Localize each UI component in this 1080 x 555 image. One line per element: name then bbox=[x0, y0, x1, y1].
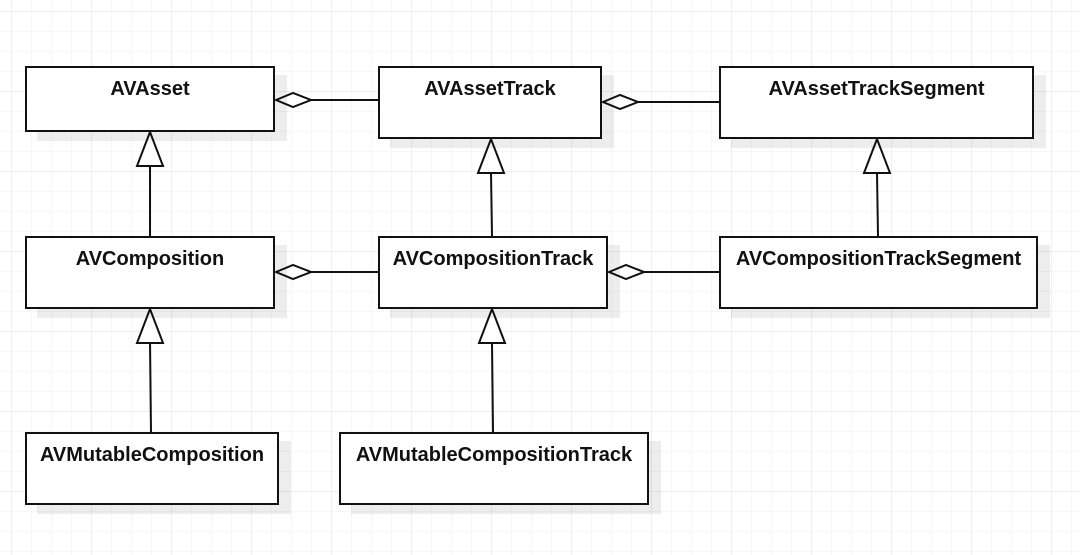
class-avassettrack[interactable]: AVAssetTrack bbox=[378, 66, 602, 139]
class-name: AVAssetTrack bbox=[424, 78, 556, 100]
class-name: AVAsset bbox=[110, 78, 190, 100]
class-avcompositiontracksegment[interactable]: AVCompositionTrackSegment bbox=[719, 236, 1038, 309]
class-avmutablecomposition[interactable]: AVMutableComposition bbox=[25, 432, 279, 505]
generalization-avcompositiontracksegment-avassettracksegment bbox=[862, 136, 892, 237]
aggregation-avcomposition-avcompositiontrack bbox=[273, 263, 378, 281]
aggregation-avcompositiontrack-avcompositiontracksegment bbox=[606, 263, 719, 281]
class-avcomposition[interactable]: AVComposition bbox=[25, 236, 275, 309]
class-name: AVComposition bbox=[75, 248, 225, 270]
class-name: AVMutableCompositionTrack bbox=[355, 444, 633, 466]
aggregation-avassettrack-avassettracksegment bbox=[600, 93, 719, 111]
generalization-avmutablecompositiontrack-avcompositiontrack bbox=[477, 306, 507, 433]
generalization-avcomposition-avasset bbox=[135, 129, 165, 236]
class-name: AVCompositionTrack bbox=[392, 248, 594, 270]
class-avassettracksegment[interactable]: AVAssetTrackSegment bbox=[719, 66, 1034, 139]
class-name: AVCompositionTrackSegment bbox=[735, 248, 1022, 270]
class-avmutablecompositiontrack[interactable]: AVMutableCompositionTrack bbox=[339, 432, 649, 505]
aggregation-avasset-avassettrack bbox=[273, 91, 378, 109]
class-avasset[interactable]: AVAsset bbox=[25, 66, 275, 132]
class-avcompositiontrack[interactable]: AVCompositionTrack bbox=[378, 236, 608, 309]
generalization-avcompositiontrack-avassettrack bbox=[476, 136, 506, 237]
class-name: AVAssetTrackSegment bbox=[768, 78, 985, 100]
class-name: AVMutableComposition bbox=[39, 444, 265, 466]
generalization-avmutablecomposition-avcomposition bbox=[135, 306, 165, 433]
